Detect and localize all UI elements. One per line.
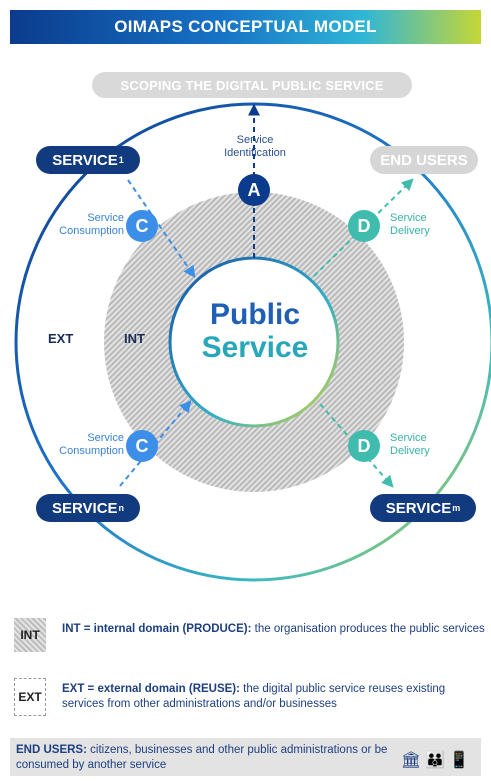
public-service-title: Public Service xyxy=(170,298,340,364)
badge-d-top: D xyxy=(348,210,380,242)
delivery-arrow-top xyxy=(313,178,414,277)
identification-line-1: Service xyxy=(236,134,274,146)
public-service-line-2: Service xyxy=(201,331,309,364)
delivery-bottom-line-1: Service xyxy=(390,432,427,444)
legend-ext-text: EXT = external domain (REUSE): the digit… xyxy=(62,682,487,712)
end-users-note-text: END USERS: citizens, businesses and othe… xyxy=(16,743,416,773)
consumption-label-top: Service Consumption xyxy=(54,212,124,238)
delivery-top-line-1: Service xyxy=(390,212,427,224)
badge-a: A xyxy=(238,174,270,206)
service-1-subscript: 1 xyxy=(118,155,124,165)
legend-int-desc: the organisation produces the public ser… xyxy=(251,623,485,635)
consumption-bottom-line-2: Consumption xyxy=(59,445,124,457)
consumption-label-bottom: Service Consumption xyxy=(54,432,124,458)
scope-label: SCOPING THE DIGITAL PUBLIC SERVICE xyxy=(92,72,412,98)
consumption-bottom-line-1: Service xyxy=(87,432,124,444)
public-service-line-1: Public xyxy=(209,298,300,331)
delivery-label-top: Service Delivery xyxy=(390,212,460,238)
int-label: INT xyxy=(124,331,145,346)
ext-label: EXT xyxy=(48,331,74,346)
badge-c-top: C xyxy=(126,210,158,242)
delivery-label-bottom: Service Delivery xyxy=(390,432,460,458)
service-m-label: SERVICE xyxy=(385,499,452,517)
delivery-top-line-2: Delivery xyxy=(390,225,430,237)
consumption-arrow-top xyxy=(127,179,196,278)
legend-ext-bold: EXT = external domain (REUSE): xyxy=(62,683,240,695)
identification-line-2: Identification xyxy=(224,147,286,159)
service-identification-label: Service Identification xyxy=(210,134,300,160)
service-n-label: SERVICE xyxy=(51,499,118,517)
consumption-top-line-1: Service xyxy=(87,212,124,224)
legend-int-text: INT = internal domain (PRODUCE): the org… xyxy=(62,622,487,637)
end-users-pill: END USERS xyxy=(370,146,478,174)
end-users-note-bold: END USERS: xyxy=(16,744,87,756)
delivery-bottom-line-2: Delivery xyxy=(390,445,430,457)
legend-ext-swatch: EXT xyxy=(14,678,46,716)
title-banner: OIMAPS CONCEPTUAL MODEL xyxy=(10,10,481,44)
legend-int-bold: INT = internal domain (PRODUCE): xyxy=(62,623,252,635)
legend-ext-desc: the digital public service reuses existi… xyxy=(62,683,446,710)
consumption-top-line-2: Consumption xyxy=(59,225,124,237)
service-1-label: SERVICE xyxy=(52,151,118,169)
badge-d-bottom: D xyxy=(348,430,380,462)
end-users-note: END USERS: citizens, businesses and othe… xyxy=(10,738,481,776)
service-m-subscript: m xyxy=(452,503,461,513)
legend-int-swatch: INT xyxy=(14,618,46,652)
service-n-subscript: n xyxy=(118,503,125,513)
badge-c-bottom: C xyxy=(126,430,158,462)
end-users-note-desc: citizens, businesses and other public ad… xyxy=(16,744,388,771)
end-users-icons: 🏛👪📱 xyxy=(400,752,473,769)
